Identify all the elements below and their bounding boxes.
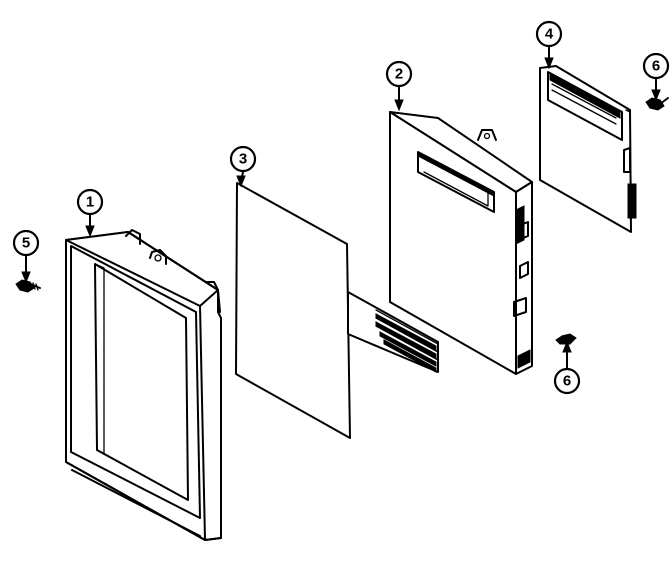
callout-4: 4 xyxy=(535,20,563,48)
part-frame xyxy=(65,229,222,541)
part-screw-lower xyxy=(555,333,577,345)
callout-3: 3 xyxy=(229,145,257,173)
part-circuit-board xyxy=(539,65,637,233)
callout-6-top: 6 xyxy=(642,52,670,80)
part-control-box xyxy=(389,111,533,375)
leader-lines xyxy=(21,45,661,369)
callout-2: 2 xyxy=(385,60,413,88)
callout-2-label: 2 xyxy=(395,66,403,83)
callout-4-label: 4 xyxy=(545,26,554,43)
callout-1: 1 xyxy=(76,188,104,216)
callout-1-label: 1 xyxy=(86,194,94,211)
callout-6-bottom: 6 xyxy=(553,367,581,395)
ribbon-contacts xyxy=(375,313,437,373)
callout-3-label: 3 xyxy=(239,151,247,168)
part-panel-sheet xyxy=(235,182,439,439)
callout-5-label: 5 xyxy=(22,235,30,252)
callout-6-bottom-label: 6 xyxy=(563,373,571,390)
callout-6-top-label: 6 xyxy=(652,58,660,75)
part-screw-left xyxy=(15,279,41,293)
part-screw-top-right xyxy=(645,97,669,111)
callout-5: 5 xyxy=(12,229,40,257)
